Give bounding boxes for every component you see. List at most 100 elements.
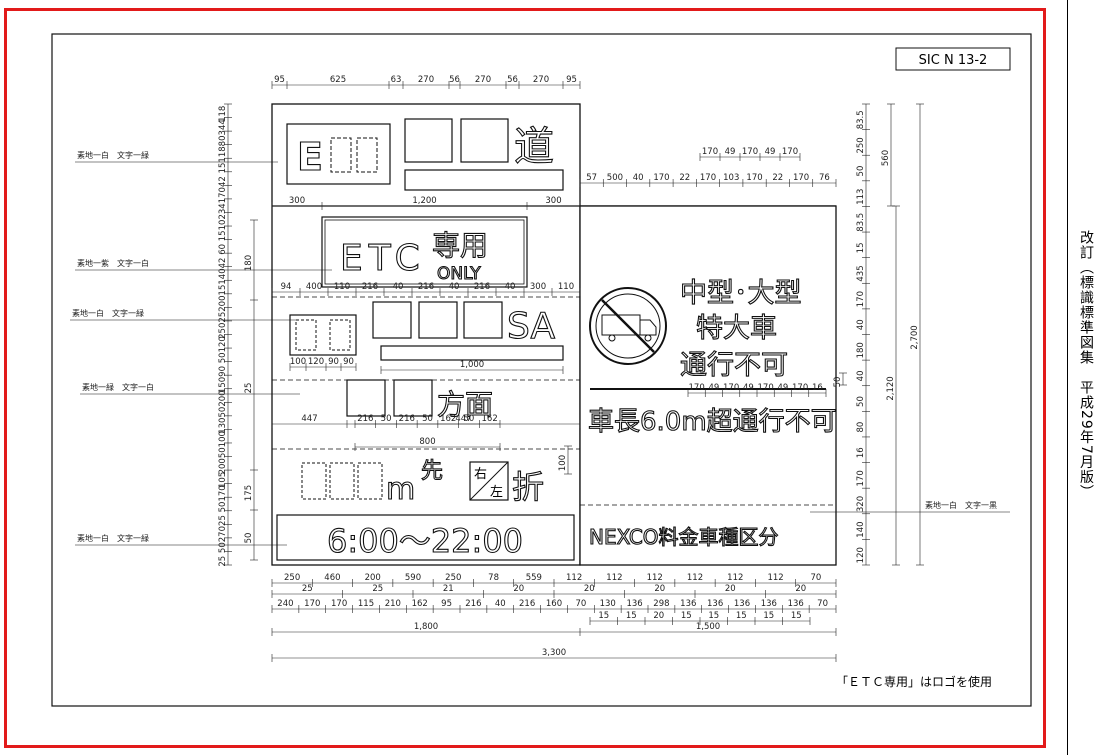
dim-row216-3: 50: [422, 414, 433, 424]
restrict-line1: 中型･大型: [680, 278, 802, 309]
dim-left-v-28: 170: [218, 485, 228, 501]
dim-right-mid-5: 49: [777, 383, 788, 393]
dim-top-right2-8: 22: [772, 173, 783, 183]
dim-right-v-4: 83.5: [856, 213, 866, 232]
dim-row94-1: 400: [306, 282, 322, 292]
dim-left-v2-2: 175: [244, 485, 254, 501]
dim-right-v-2: 50: [856, 166, 866, 177]
dim-row94-10: 110: [558, 282, 574, 292]
dim-left-v-29: 50: [218, 502, 228, 513]
dim-bot2-9: 216: [519, 599, 535, 609]
dim-top-4: 56: [449, 75, 460, 85]
dim-bot2-4: 210: [385, 599, 401, 609]
dim-left-v-7: 34: [218, 203, 228, 214]
dim-bot1-8: 112: [606, 573, 622, 583]
dim-top-right-0: 170: [702, 147, 718, 157]
dim-left-v-1: 344: [218, 119, 228, 135]
dim-top-0: 95: [274, 75, 285, 85]
dim-top-right-4: 170: [782, 147, 798, 157]
dim-top-7: 270: [533, 75, 549, 85]
dim-bot2-16: 136: [707, 599, 723, 609]
dim-row216-6: 162: [482, 414, 498, 424]
dim-bot1b-3: 20: [513, 584, 524, 594]
dim-left-v-19: 90: [218, 366, 228, 377]
dim-top-right2-9: 170: [793, 173, 809, 183]
route-initial: E: [297, 135, 323, 179]
dim-right-v-11: 50: [856, 396, 866, 407]
annotations: 素地一白 文字一緑 素地一紫 文字一白 素地一白 文字一緑 素地一緑 文字一白 …: [70, 150, 1010, 546]
dim-top-right2-3: 170: [653, 173, 669, 183]
dim-bot2b-6: 15: [763, 611, 774, 621]
dim-row94-7: 216: [474, 282, 490, 292]
dim-bot1b-6: 20: [725, 584, 736, 594]
dim-bot2-18: 136: [761, 599, 777, 609]
dim-left-v-32: 50: [218, 542, 228, 553]
annotation-6: 素地一白 文字一黒: [925, 500, 997, 510]
dim-bot2b-0: 15: [598, 611, 609, 621]
restrict-line3: 通行不可: [680, 350, 788, 381]
dim-bot2-7: 216: [465, 599, 481, 609]
dim-right-v2b-0: 2,700: [910, 325, 920, 349]
turn-suffix: 折: [512, 468, 544, 506]
footer-note: 「ＥＴＣ専用」はロゴを使用: [836, 674, 992, 689]
dim-left-v-20: 150: [218, 377, 228, 393]
dim-top-1: 625: [330, 75, 346, 85]
dim-right-v-17: 120: [856, 547, 866, 563]
dim-left-v-15: 25: [218, 312, 228, 323]
dim-bot2-12: 130: [600, 599, 616, 609]
dim-row216-2: 216: [399, 414, 415, 424]
route-suffix: 道: [514, 124, 554, 170]
dim-bot1-3: 590: [405, 573, 421, 583]
dim-right-v2c-0: 2,120: [886, 376, 896, 400]
dim-top-right2-10: 76: [819, 173, 830, 183]
annotation-4: 素地一緑 文字一白: [82, 382, 154, 392]
dim-top-6: 56: [507, 75, 518, 85]
dim-bot1b-1: 25: [372, 584, 383, 594]
dim-row94-0: 94: [281, 282, 292, 292]
dim-w1000-0: 1,000: [460, 360, 484, 370]
dim-top-right2-7: 170: [746, 173, 762, 183]
dim-bot2b-4: 15: [708, 611, 719, 621]
dim-bot2b-3: 15: [681, 611, 692, 621]
annotation-1: 素地一白 文字一緑: [77, 150, 149, 160]
dim-right-mid-0: 170: [689, 383, 705, 393]
dim-row447-1: 447: [455, 414, 471, 424]
dim-top-right2-2: 40: [633, 173, 644, 183]
dim-left-v-30: 25: [218, 515, 228, 526]
dim-row216-4: 162: [440, 414, 456, 424]
dim-right-v-6: 435: [856, 265, 866, 281]
dim-bot1-12: 112: [767, 573, 783, 583]
dim-left-v2-0: 180: [244, 255, 254, 271]
dim-top-3: 270: [418, 75, 434, 85]
dim-row100-1: 120: [308, 357, 324, 367]
etc-text: ETC: [340, 238, 426, 279]
dim-bot2-0: 240: [277, 599, 293, 609]
dim-left-v-2: 80: [218, 135, 228, 146]
dim-left-v-25: 50: [218, 447, 228, 458]
dim-left-v-16: 250: [218, 323, 228, 339]
distance-ahead: 先: [421, 459, 443, 484]
right-sign: 中型･大型 特大車 通行不可 車長6.0m超通行不可 NEXCO料金車種区分: [579, 205, 837, 566]
dim-bot1-9: 112: [647, 573, 663, 583]
dim-right-v-3: 113: [856, 189, 866, 205]
dim-right-mid-1: 49: [708, 383, 719, 393]
dim-w1800-0: 1,800: [414, 622, 438, 632]
dim-bot2-17: 136: [734, 599, 750, 609]
sheet-border: [4, 8, 1046, 748]
dim-bot1-10: 112: [687, 573, 703, 583]
dim-row94-9: 300: [530, 282, 546, 292]
dim-bot1-6: 559: [526, 573, 542, 583]
dim-right-v-1: 250: [856, 137, 866, 153]
dim-row94-3: 216: [362, 282, 378, 292]
dim-right-v-14: 170: [856, 470, 866, 486]
dim-right-v-0: 83.5: [856, 110, 866, 129]
sheet-code: SIC N 13-2: [919, 53, 988, 68]
dim-right-v-12: 80: [856, 422, 866, 433]
dim-left-v-3: 118: [218, 146, 228, 162]
dim-left-v-33: 25: [218, 556, 228, 567]
dim-left-v-6: 170: [218, 187, 228, 203]
dim-bot1-1: 460: [324, 573, 340, 583]
dim-left-v-17: 120: [218, 336, 228, 352]
dim-left-v-0: 118: [218, 106, 228, 122]
